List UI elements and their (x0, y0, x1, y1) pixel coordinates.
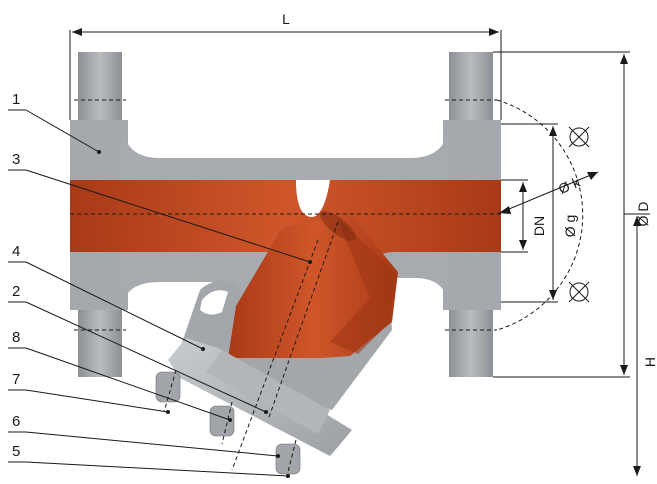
pipe-bore (70, 180, 501, 268)
bolt-hole-marker-top (569, 127, 589, 147)
bolt-3 (275, 443, 301, 475)
hidden-lines (70, 99, 584, 481)
callout-5: 5 (12, 443, 20, 460)
dim-label-g: Ø g (562, 215, 578, 238)
screen-top-ellipse (319, 211, 357, 241)
screen-shadow (330, 216, 396, 354)
dimension-lines (69, 30, 650, 476)
callout-2: 2 (12, 283, 20, 300)
flow-passage (70, 180, 501, 358)
callout-8: 8 (12, 329, 20, 346)
callout-dots (97, 150, 312, 478)
bolt-1 (155, 371, 181, 403)
centerline-angled-1 (267, 221, 339, 421)
bolt-axis-1 (163, 369, 177, 413)
bolt-hole-markers (568, 126, 590, 303)
cover-plate (206, 350, 330, 434)
dim-label-k: Ø k (556, 173, 583, 197)
dim-line-k (496, 171, 599, 215)
bolt-hole-marker-bottom (569, 282, 589, 302)
bolt-circle-arc (496, 99, 584, 331)
dim-label-H: H (642, 357, 657, 367)
housing-recess (200, 290, 228, 315)
centerline-angled-2 (231, 239, 319, 471)
dim-label-DN: DN (531, 216, 547, 236)
callout-7: 7 (12, 371, 20, 388)
callout-6: 6 (12, 413, 20, 430)
arrowheads (72, 28, 641, 476)
callout-4: 4 (12, 243, 20, 260)
callout-3: 3 (12, 151, 20, 168)
cover-assembly (155, 338, 352, 475)
callout-leaders (8, 109, 311, 477)
bolt-axis-2 (221, 401, 233, 445)
dim-label-L: L (282, 11, 290, 27)
dim-label-D: Ø D (635, 202, 651, 227)
callout-1: 1 (12, 91, 20, 108)
upper-body-shell (122, 120, 449, 180)
bolt-2 (209, 405, 235, 437)
